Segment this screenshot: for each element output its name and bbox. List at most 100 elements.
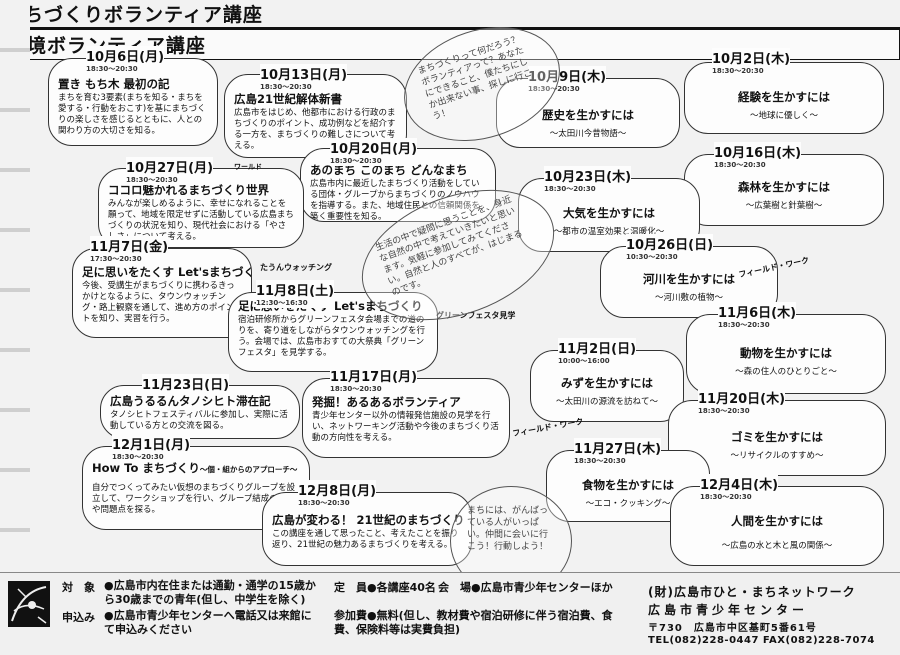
green-festa-tag: グリーンフェスタ見学 <box>436 311 516 320</box>
card-title: 経験を生かすには <box>738 90 830 104</box>
time-label: 18:30〜20:30 <box>330 385 382 393</box>
date-label: 11月20日(木) <box>698 392 786 407</box>
card-title: ゴミを生かすには <box>731 430 823 444</box>
target-label: 対 象 <box>62 581 95 594</box>
right-card-8-date: 11月20日(木) 18:30〜20:30 <box>698 388 786 416</box>
right-card-9-date: 11月27日(木) 18:30〜20:30 <box>574 438 662 466</box>
date-label: 11月7日(金) <box>90 240 169 255</box>
date-label: 12月8日(月) <box>298 484 377 499</box>
time-label: 18:30〜20:30 <box>330 157 382 165</box>
left-card-8: 広島うるるんタノシヒト滞在記 タノシヒトフェスティバルに参加し、実際に活動してい… <box>100 385 300 439</box>
organizer-name: (財)広島市ひと・まちネットワーク <box>648 585 856 599</box>
card-title: 動物を生かすには <box>740 346 832 360</box>
time-label: 18:30〜20:30 <box>712 67 764 75</box>
card-body: 広島市内に最近したまちづくり活動をしている団体・グループからまちづくりのノウハウ… <box>310 179 480 222</box>
date-label: 10月2日(木) <box>712 52 791 67</box>
date-label: 11月8日(土) <box>256 284 335 299</box>
date-label: 10月13日(月) <box>260 68 348 83</box>
card-subtitle: 〜リサイクルのすすめ〜 <box>730 451 824 461</box>
card-title: How To まちづくり〜個・組からのアプローチ〜 <box>92 461 300 477</box>
right-card-2-date: 10月9日(木) 18:30〜20:30 <box>528 66 607 94</box>
town-watching-tag: たうんウォッチング <box>260 263 332 272</box>
right-card-7-date: 11月2日(日) 10:00〜16:00 <box>558 338 637 366</box>
card-body: まちを育む3要素(まちを知る・まちを愛する・行動をおこす)を基にまちづくりの楽し… <box>58 93 206 136</box>
card-body: 今後、受講生がまちづくりに携わるきっかけとなるように、タウンウォッチング・路上観… <box>82 281 235 324</box>
venue-text: 会 場●広島市青少年センターほか <box>438 581 613 594</box>
card-subtitle: 〜都市の温室効果と温暖化〜 <box>553 227 665 237</box>
center-name: 広島市青少年センター <box>648 603 809 617</box>
card-body: 宿泊研修所からグリーンフェスタ会場までの道のりを、寄り道をしながらタウンウォッチ… <box>238 315 426 358</box>
time-label: 18:30〜20:30 <box>714 161 766 169</box>
card-title: 河川を生かすには <box>643 272 735 286</box>
card-title: 発掘！あるあるボランティア <box>312 395 461 409</box>
card-title: みずを生かすには <box>561 376 653 390</box>
card-title: あのまち このまち どんなまち <box>310 163 468 177</box>
card-title: 広島21世紀解体新書 <box>234 92 343 106</box>
date-label: 11月6日(木) <box>718 306 797 321</box>
left-card-8-date: 11月23日(日) <box>142 374 230 393</box>
card-title: 大気を生かすには <box>563 206 655 220</box>
date-label: 10月9日(木) <box>528 70 607 85</box>
time-label: 18:30〜20:30 <box>528 85 580 93</box>
left-card-6-date: 11月8日(土) 12:30〜16:30 <box>256 280 335 308</box>
card-title: 広島うるるんタノシヒト滞在記 <box>110 394 271 408</box>
card-subtitle: 〜個・組からのアプローチ〜 <box>199 465 298 474</box>
card-title: 食物を生かすには <box>582 478 674 492</box>
date-label: 12月4日(木) <box>700 478 779 493</box>
left-card-7-date: 11月17日(月) 18:30〜20:30 <box>330 366 418 394</box>
left-card-5-date: 11月7日(金) 17:30〜20:30 <box>90 236 169 264</box>
time-label: 18:30〜20:30 <box>86 65 138 73</box>
time-label: 18:30〜20:30 <box>574 457 626 465</box>
left-card-1-date: 10月6日(月) 18:30〜20:30 <box>86 46 165 74</box>
date-label: 10月16日(木) <box>714 146 802 161</box>
date-label: 11月2日(日) <box>558 342 637 357</box>
apply-label: 申込み <box>62 611 95 624</box>
card-body: 広島市をはじめ、他都市における行政のまちづくりのポイント、成功例などを紹介する一… <box>234 108 396 151</box>
date-label: 10月23日(木) <box>544 170 632 185</box>
time-label: 18:30〜20:30 <box>298 499 350 507</box>
footer: 対 象 ●広島市内在住または通勤・通学の15歳から30歳までの青年(但し、中学生… <box>0 572 900 655</box>
card-subtitle: 〜エコ・クッキング〜 <box>585 499 671 509</box>
right-card-4-date: 10月23日(木) 18:30〜20:30 <box>544 166 632 194</box>
date-label: 10月26日(日) <box>626 238 714 253</box>
fee-text: 参加費●無料(但し、教材費や宿泊研修に伴う宿泊費、食費、保険料等は実費負担) <box>334 609 613 636</box>
address-text: 〒730 広島市中区基町5番61号 <box>648 623 817 634</box>
left-card-4-date: 10月27日(月) 18:30〜20:30 <box>126 157 214 185</box>
card-title: 人間を生かすには <box>731 514 823 528</box>
time-label: 18:30〜20:30 <box>260 83 312 91</box>
right-card-7: みずを生かすには 〜太田川の源流を訪ねて〜 <box>530 350 684 422</box>
card-subtitle: 〜森の住人のひとりごと〜 <box>735 367 837 377</box>
card-title: 置き もち木 最初の記 <box>58 77 170 91</box>
side-decoration <box>0 0 30 654</box>
left-card-10-date: 12月8日(月) 18:30〜20:30 <box>298 480 377 508</box>
date-label: 11月17日(月) <box>330 370 418 385</box>
time-label: 10:00〜16:00 <box>558 357 610 365</box>
right-card-10-date: 12月4日(木) 18:30〜20:30 <box>700 474 779 502</box>
apply-text: ●広島市青少年センターへ電話又は来館にて申込みください <box>104 609 312 636</box>
left-card-9-date: 12月1日(月) 18:30〜20:30 <box>112 434 191 462</box>
card-title: 森林を生かすには <box>738 180 830 194</box>
card-title: 歴史を生かすには <box>542 108 634 122</box>
card-subtitle: 〜太田川今昔物語〜 <box>549 129 627 139</box>
date-label: 11月27日(木) <box>574 442 662 457</box>
time-label: 12:30〜16:30 <box>256 299 308 307</box>
time-label: 18:30〜20:30 <box>718 321 770 329</box>
time-label: 10:30〜20:30 <box>626 253 678 261</box>
card-body: この講座を通して思ったこと、考えたことを振り返り、21世紀の魅力あるまちづくりを… <box>272 529 459 550</box>
card-body: タノシヒトフェスティバルに参加し、実際に活動している方との交流を図る。 <box>110 410 288 431</box>
date-label: 10月27日(月) <box>126 161 214 176</box>
date-label: 11月23日(日) <box>142 378 230 393</box>
card-title-main: How To まちづくり <box>92 461 200 475</box>
logo-icon <box>8 581 50 627</box>
target-text: ●広島市内在住または通勤・通学の15歳から30歳までの青年(但し、中学生を除く) <box>104 579 316 606</box>
time-label: 18:30〜20:30 <box>112 453 164 461</box>
date-label: 10月20日(月) <box>330 142 418 157</box>
card-subtitle: 〜太田川の源流を訪ねて〜 <box>555 397 658 407</box>
phone-text: TEL(082)228-0447 FAX(082)228-7074 <box>648 635 875 646</box>
card-body: 青少年センター以外の情報発信施設の見学を行い、ネットワーキング活動や今後のまちづ… <box>312 411 499 443</box>
card-title: ココロ魅かれるまちづくり世界 <box>108 183 269 197</box>
card-title: 足に思いをたくす Let'sまちづくり <box>82 265 252 279</box>
right-card-6-date: 11月6日(木) 18:30〜20:30 <box>718 302 797 330</box>
time-label: 18:30〜20:30 <box>544 185 596 193</box>
right-card-2: 歴史を生かすには 〜太田川今昔物語〜 <box>496 78 680 148</box>
